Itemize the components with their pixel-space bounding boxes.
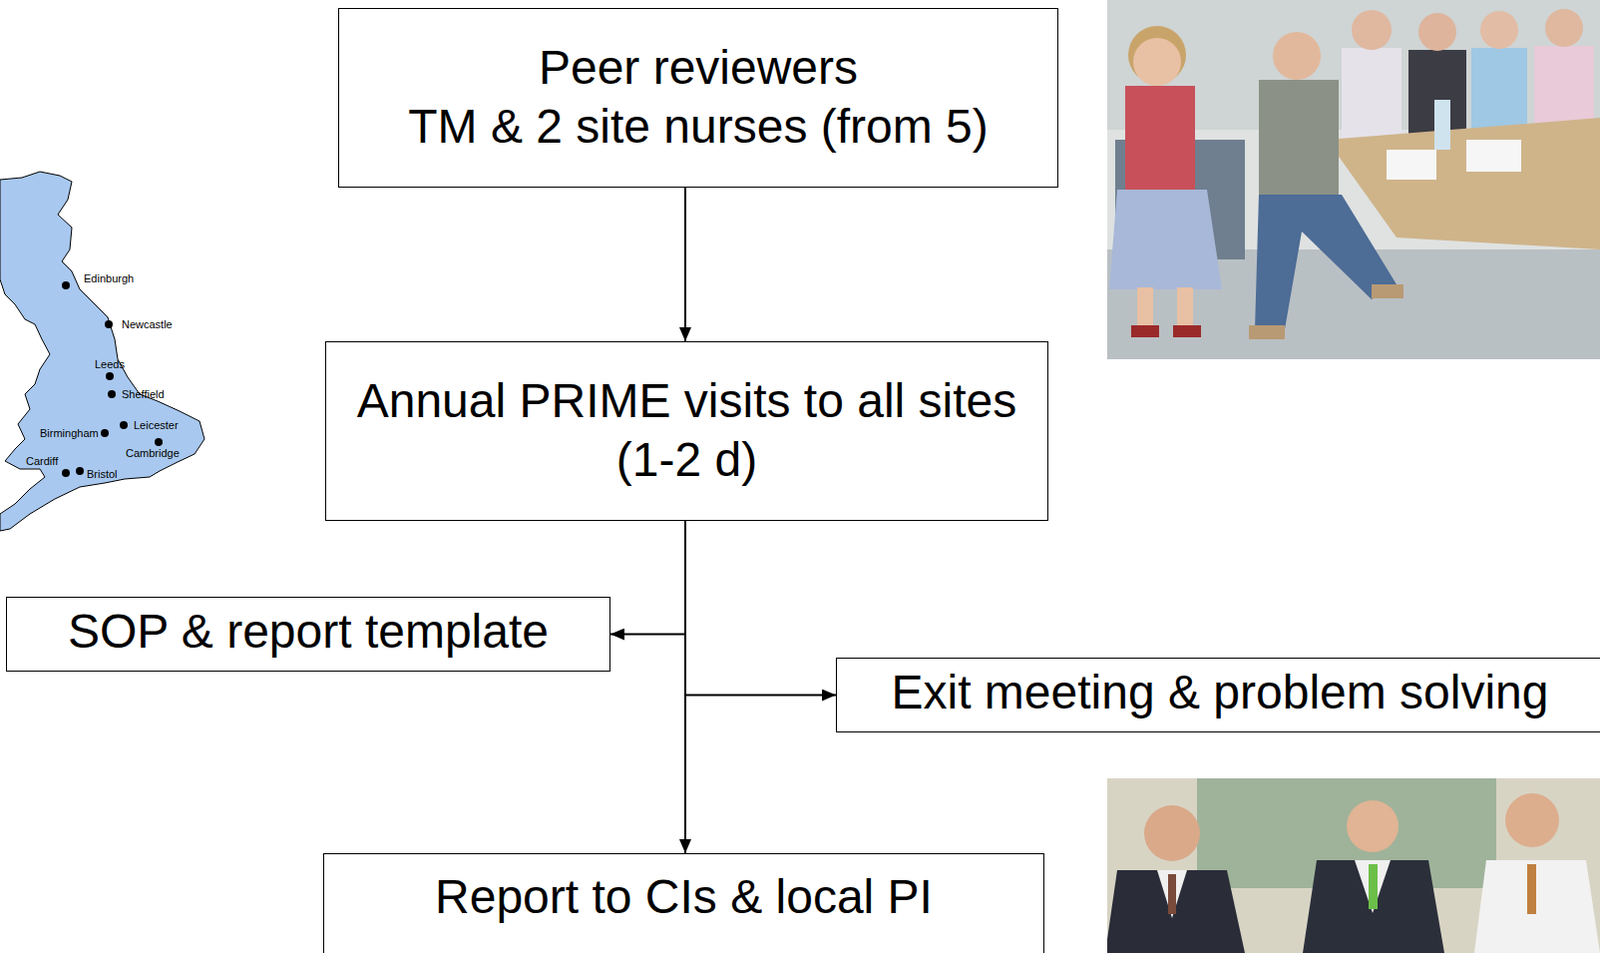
city-dot [100, 428, 109, 437]
city-dot [61, 281, 70, 290]
person-shoe [1173, 325, 1201, 338]
person-shirt [1157, 869, 1188, 918]
process-box: Report to CIs & local PI [323, 852, 1045, 953]
city-label: Newcastle [121, 317, 173, 332]
box-text: SOP & report template [67, 602, 549, 662]
person-leg [1177, 287, 1194, 328]
paper [1386, 149, 1437, 180]
city-dot [104, 320, 113, 329]
city-dot [75, 466, 84, 475]
person-head [1346, 800, 1399, 852]
city-label: Edinburgh [83, 271, 134, 286]
city-dot [61, 468, 70, 477]
person-head [1272, 31, 1321, 80]
bottle [1434, 99, 1451, 150]
table [1326, 117, 1600, 250]
city-label: Cambridge [125, 445, 180, 460]
city-label: Sheffield [121, 387, 165, 401]
process-box: Peer reviewersTM & 2 site nurses (from 5… [338, 7, 1059, 188]
person-head [1144, 804, 1200, 861]
city-dot [154, 437, 163, 446]
city-label: Leicester [133, 417, 179, 432]
person-body [1341, 47, 1402, 138]
box-text: TM & 2 site nurses (from 5) [407, 97, 988, 157]
flow-arrow [685, 520, 836, 696]
speakers-photo [1107, 778, 1600, 953]
box-text: Exit meeting & problem solving [891, 663, 1550, 723]
person-leg [1137, 287, 1154, 328]
city-label: Leeds [94, 357, 125, 372]
person-body [1258, 79, 1339, 198]
city-dot [119, 420, 128, 429]
person-shoe [1248, 325, 1285, 340]
person-suit [1302, 859, 1445, 953]
person-tie [1527, 863, 1537, 914]
person-body [1471, 47, 1528, 133]
map-outline [0, 171, 205, 531]
city-label: Cardiff [25, 453, 58, 468]
person-body [1534, 45, 1595, 131]
process-box: Exit meeting & problem solving [835, 657, 1600, 733]
flow-arrow [610, 520, 686, 635]
person-body [1125, 85, 1196, 194]
person-shoe [1131, 325, 1160, 338]
city-label: Bristol [86, 466, 118, 481]
person-suit [1474, 859, 1600, 953]
flow-arrow [684, 520, 687, 853]
person-head [1418, 12, 1457, 51]
person-legs [1254, 194, 1397, 330]
uk-map [0, 171, 205, 531]
person-tie [1368, 863, 1378, 909]
box-text: Peer reviewers [538, 38, 858, 98]
paper [1466, 139, 1522, 172]
person-shoe [1371, 284, 1404, 299]
person-suit [1107, 869, 1245, 953]
person-head [1545, 8, 1584, 47]
box-text: Report to CIs & local PI [434, 867, 933, 927]
city-dot [105, 372, 114, 381]
box-text: Annual PRIME visits to all sites (1-2 d) [346, 372, 1028, 489]
person-head [1351, 9, 1392, 50]
meeting-photo [1107, 0, 1600, 360]
person-tie [1168, 873, 1177, 914]
photo-ground [1107, 0, 1600, 360]
process-box: SOP & report template [5, 596, 611, 672]
process-box: Annual PRIME visits to all sites (1-2 d) [325, 341, 1049, 521]
city-label: Birmingham [39, 425, 99, 440]
city-dot [107, 390, 116, 399]
person-head [1133, 37, 1182, 86]
person-shirt [1354, 859, 1391, 913]
person-skirt [1109, 189, 1222, 290]
person-head [1505, 793, 1560, 847]
flow-arrow [684, 187, 687, 342]
person-head [1480, 10, 1519, 49]
